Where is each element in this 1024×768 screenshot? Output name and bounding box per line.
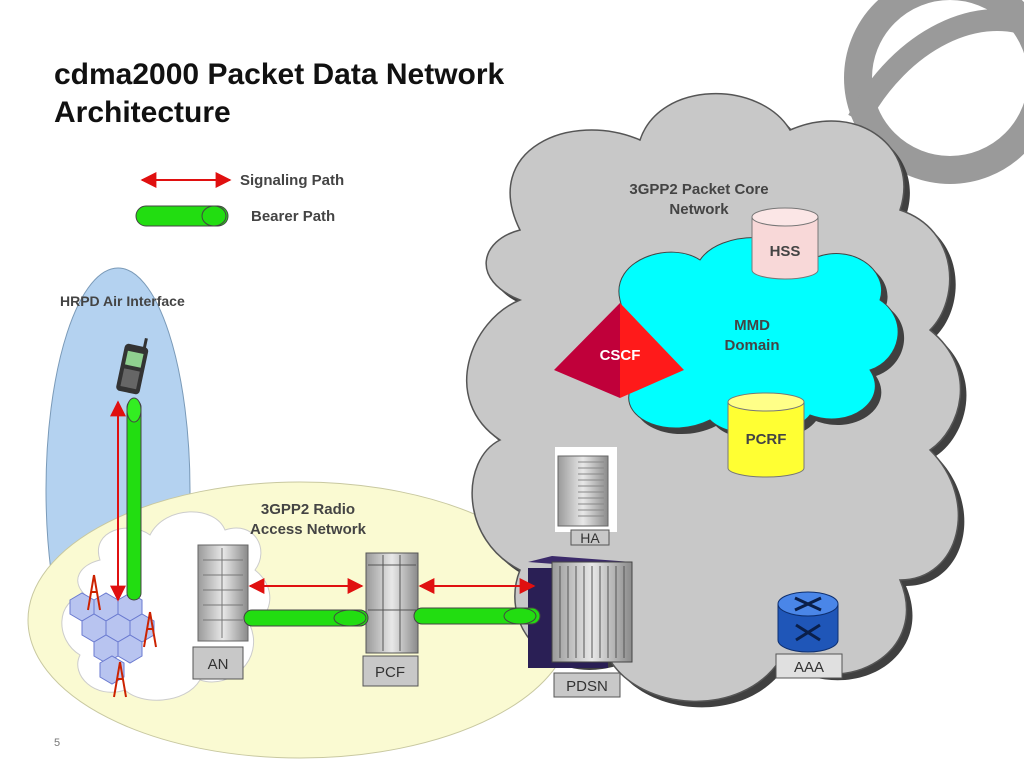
pdsn-node[interactable]: PDSN: [528, 556, 633, 698]
pcrf-node[interactable]: PCRF: [727, 392, 805, 478]
ran-label-line-1: 3GPP2 Radio: [261, 501, 355, 518]
pcrf-label: PCRF: [746, 431, 787, 448]
aaa-label: AAA: [794, 659, 824, 676]
an-node[interactable]: AN: [192, 544, 249, 680]
hss-node[interactable]: HSS: [751, 207, 819, 280]
ran-label-line-2: Access Network: [250, 521, 367, 538]
router-arrows-icon: [794, 596, 822, 642]
ha-node[interactable]: HA: [555, 447, 617, 546]
legend-bearer-label: Bearer Path: [251, 208, 335, 225]
air-interface-label: HRPD Air Interface: [60, 293, 185, 309]
cell-sites-icon: [69, 574, 157, 698]
air-bearer-pipe: [126, 397, 142, 601]
pcf-pdsn-bearer-pipe: [413, 607, 541, 625]
title-line-2: Architecture: [54, 96, 231, 129]
mobile-handset-icon: [116, 337, 149, 395]
core-label-line-1: 3GPP2 Packet Core: [629, 181, 768, 198]
mmd-domain-cloud: [602, 237, 899, 435]
legend-signaling-label: Signaling Path: [240, 172, 344, 189]
ha-label: HA: [580, 530, 600, 546]
title-line-1: cdma2000 Packet Data Network: [54, 58, 505, 91]
company-logo: [844, 0, 1024, 184]
cscf-label: CSCF: [600, 347, 641, 364]
cscf-node[interactable]: CSCF: [554, 303, 684, 398]
mmd-label-line-2: Domain: [724, 337, 779, 354]
pcf-label: PCF: [375, 664, 405, 681]
legend: Signaling Path Bearer Path: [135, 172, 344, 227]
legend-bearer-pipe-end: [201, 205, 227, 227]
page-number: 5: [54, 737, 60, 749]
pdsn-label: PDSN: [566, 678, 608, 695]
an-label: AN: [208, 656, 229, 673]
core-label-line-2: Network: [669, 201, 729, 218]
an-pcf-bearer-pipe: [243, 609, 369, 627]
pcf-node[interactable]: PCF: [362, 552, 419, 687]
hss-label: HSS: [770, 243, 801, 260]
aaa-node[interactable]: AAA: [775, 591, 843, 679]
mmd-label-line-1: MMD: [734, 317, 770, 334]
slide-title: cdma2000 Packet Data Network Architectur…: [54, 56, 504, 132]
